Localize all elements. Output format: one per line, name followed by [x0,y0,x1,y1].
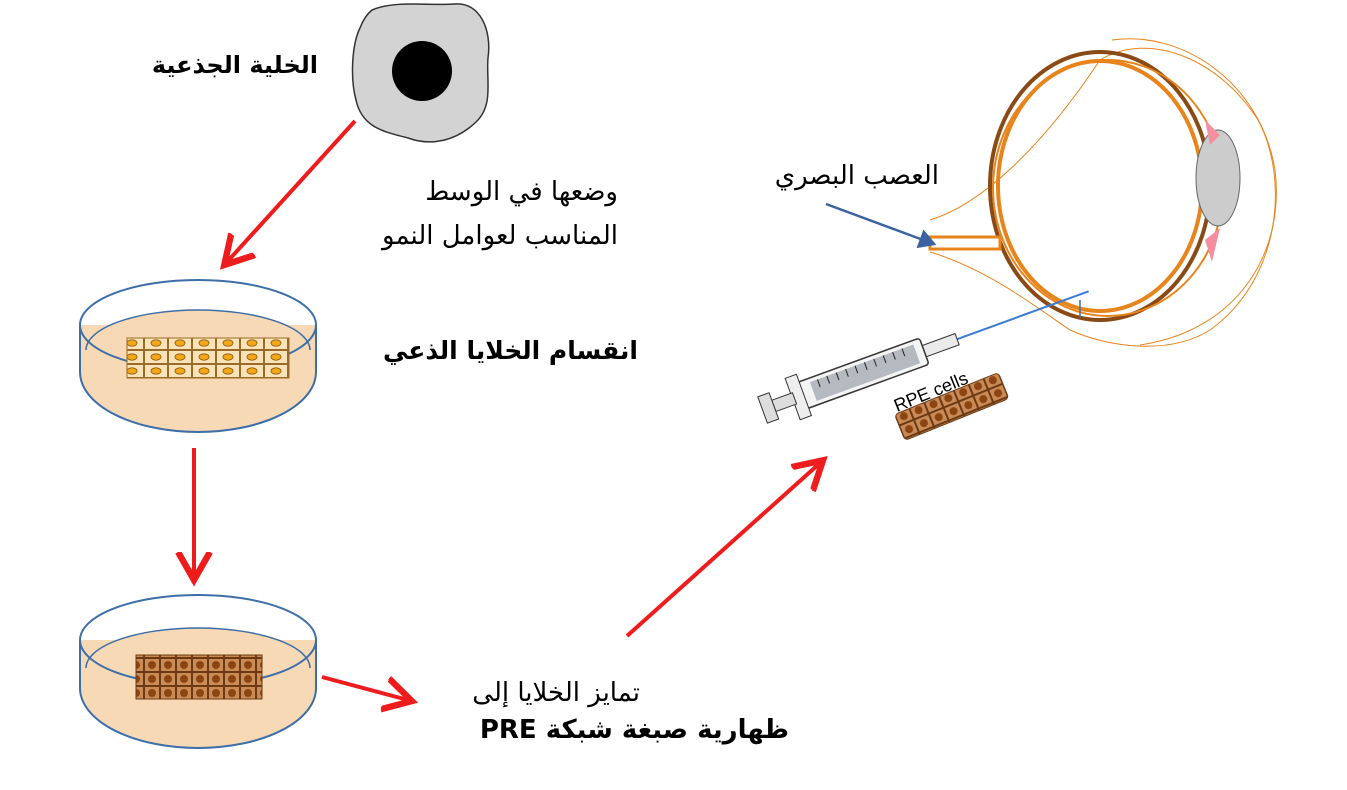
division-label: انقسام الخلايا الذعي [382,336,638,365]
eye-icon [928,38,1277,347]
arrow-to-differentiation-text [321,675,408,700]
culture-label-line2: المناسب لعوامل النمو [382,221,618,251]
culture-label-line1: وضعها في الوسط [425,177,618,207]
syringe-icon [757,290,1089,424]
dividing-cells-icon [126,337,290,379]
stem-cell-label: الخلية الجذعية [151,51,318,79]
petri-dish-icon [79,594,317,749]
arrow-stemcell-to-culture [227,119,357,262]
optic-nerve-pointer [825,202,937,249]
differentiation-label-line2: ظهارية صبغة شبكة PRE [479,715,789,745]
petri-dish-icon [79,279,317,433]
stem-cell-icon [351,3,490,143]
rpe-cells-icon [895,373,1009,440]
rpe-cells-icon [135,654,263,700]
optic-nerve-label: العصب البصري [774,161,939,191]
arrow-to-injection [625,463,820,638]
differentiation-label-line1: تمايز الخلايا إلى [472,678,640,708]
